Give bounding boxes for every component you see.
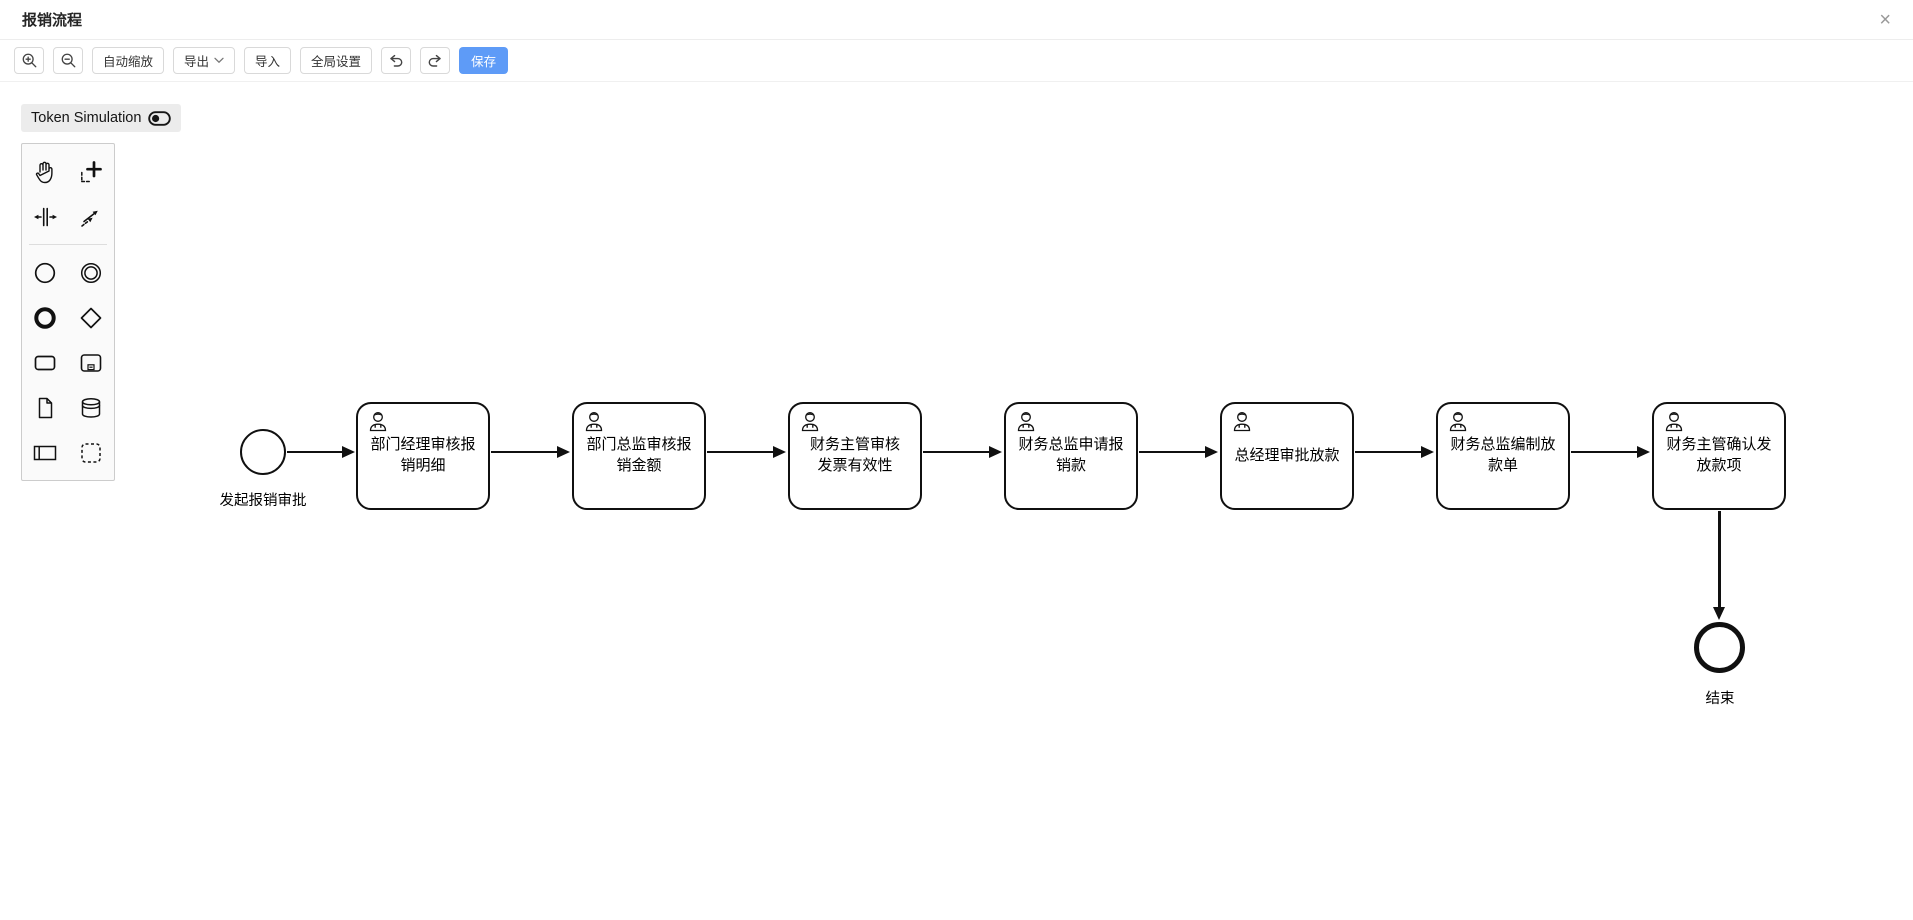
- user-task-shape[interactable]: 部门经理审核报 销明细: [356, 402, 490, 510]
- export-label: 导出: [184, 55, 210, 69]
- import-button[interactable]: 导入: [244, 47, 292, 74]
- gateway-icon: [80, 307, 102, 328]
- sequence-flow[interactable]: [1571, 450, 1638, 453]
- auto-zoom-label: 自动缩放: [103, 55, 154, 69]
- save-button[interactable]: 保存: [459, 47, 509, 74]
- participant-icon: [33, 445, 57, 460]
- export-button[interactable]: 导出: [173, 47, 236, 74]
- magnifier-minus-icon: [61, 53, 75, 68]
- chevron-down-icon: [214, 57, 224, 64]
- lasso-icon: [81, 160, 102, 182]
- undo-arrow-icon: [390, 54, 403, 67]
- token-simulation-label: Token Simulation: [31, 110, 142, 126]
- user-task-shape[interactable]: 总经理审批放款: [1220, 402, 1354, 510]
- sequence-flow[interactable]: [1718, 511, 1721, 608]
- redo-button[interactable]: [420, 47, 451, 74]
- sequence-flow[interactable]: [1139, 450, 1206, 453]
- create-subprocess[interactable]: [68, 340, 114, 385]
- user-task-icon: [1449, 412, 1467, 432]
- subprocess-icon: [80, 353, 102, 372]
- zoom-out-button[interactable]: [53, 47, 83, 74]
- toolbar: 自动缩放 导出 导入 全局设置 保存: [0, 40, 1913, 82]
- lasso-tool[interactable]: [68, 149, 114, 194]
- end-event-label: 结束: [1705, 691, 1735, 707]
- sequence-flow[interactable]: [707, 450, 774, 453]
- end-event-icon: [34, 306, 56, 329]
- intermediate-event-icon: [80, 262, 102, 283]
- undo-button[interactable]: [381, 47, 412, 74]
- start-event-shape[interactable]: [240, 429, 286, 475]
- user-task-icon: [1233, 412, 1251, 432]
- end-event-shape[interactable]: [1694, 622, 1745, 673]
- user-task-icon: [369, 412, 387, 432]
- hand-icon: [35, 161, 53, 183]
- space-tool[interactable]: [22, 194, 68, 239]
- task-label: 总经理审批放款: [1234, 446, 1340, 464]
- task-label: 部门经理审核报 销明细: [370, 436, 476, 474]
- task-label: 财务总监编制放 款单: [1450, 436, 1556, 474]
- user-task-shape[interactable]: 财务主管审核 发票有效性: [788, 402, 922, 510]
- create-group[interactable]: [68, 430, 114, 475]
- token-simulation-button[interactable]: Token Simulation: [21, 104, 182, 132]
- create-data-store[interactable]: [68, 385, 114, 430]
- user-task-shape[interactable]: 财务主管确认发 放款项: [1652, 402, 1786, 510]
- space-tool-icon: [34, 207, 57, 226]
- create-end-event[interactable]: [22, 295, 68, 340]
- data-object-icon: [38, 397, 53, 418]
- save-label: 保存: [471, 55, 497, 69]
- user-task-icon: [801, 412, 819, 432]
- task-label: 部门总监审核报 销金额: [586, 436, 692, 474]
- user-task-shape[interactable]: 财务总监申请报 销款: [1004, 402, 1138, 510]
- page-title: 报销流程: [22, 12, 83, 29]
- create-start-event[interactable]: [22, 250, 68, 295]
- sequence-flow[interactable]: [1355, 450, 1422, 453]
- magnifier-plus-icon: [22, 53, 36, 68]
- window-header: 报销流程 ×: [0, 0, 1913, 40]
- zoom-in-button[interactable]: [14, 47, 44, 74]
- import-label: 导入: [255, 55, 281, 69]
- start-event-label: 发起报销审批: [219, 493, 307, 509]
- hand-tool[interactable]: [22, 149, 68, 194]
- connect-icon: [81, 210, 98, 227]
- auto-zoom-button[interactable]: 自动缩放: [92, 47, 165, 74]
- create-participant[interactable]: [22, 430, 68, 475]
- task-label: 财务主管确认发 放款项: [1666, 436, 1772, 474]
- user-task-icon: [1017, 412, 1035, 432]
- global-settings-label: 全局设置: [311, 55, 362, 69]
- create-gateway[interactable]: [68, 295, 114, 340]
- bpmn-palette: [21, 143, 115, 481]
- sequence-flow[interactable]: [923, 450, 990, 453]
- global-settings-button[interactable]: 全局设置: [300, 47, 373, 74]
- task-icon: [34, 355, 56, 370]
- group-icon: [81, 442, 101, 463]
- task-label: 财务总监申请报 销款: [1018, 436, 1124, 474]
- close-icon[interactable]: ×: [1879, 8, 1891, 31]
- palette-separator: [29, 244, 107, 245]
- redo-arrow-icon: [428, 54, 441, 67]
- toggle-icon: [148, 110, 172, 126]
- user-task-shape[interactable]: 财务总监编制放 款单: [1436, 402, 1570, 510]
- sequence-flow[interactable]: [287, 450, 343, 453]
- user-task-shape[interactable]: 部门总监审核报 销金额: [572, 402, 706, 510]
- user-task-icon: [585, 412, 603, 432]
- create-data-object[interactable]: [22, 385, 68, 430]
- task-label: 财务主管审核 发票有效性: [809, 436, 900, 474]
- data-store-icon: [81, 397, 101, 418]
- create-intermediate-event[interactable]: [68, 250, 114, 295]
- user-task-icon: [1665, 412, 1683, 432]
- start-event-icon: [34, 262, 56, 283]
- create-task[interactable]: [22, 340, 68, 385]
- global-connect-tool[interactable]: [68, 194, 114, 239]
- sequence-flow[interactable]: [491, 450, 558, 453]
